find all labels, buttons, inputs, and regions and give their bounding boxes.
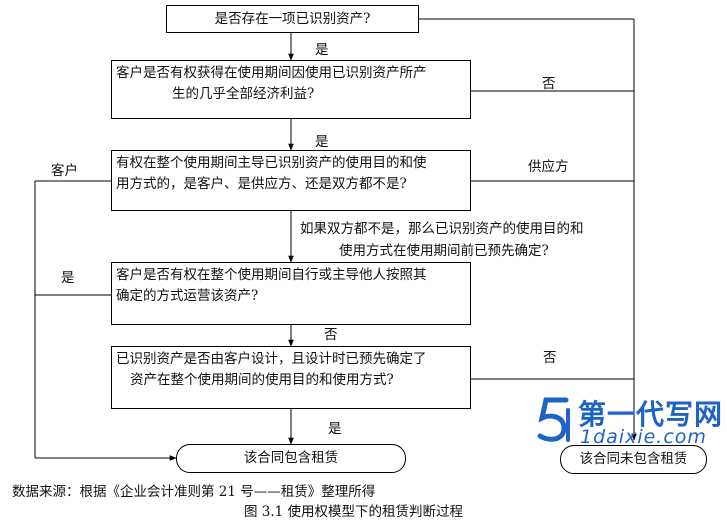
- decision-customer-designed-line1: 已识别资产是否由客户设计，且设计时已预先确定了: [116, 351, 427, 367]
- decision-customer-operates-line2: 确定的方式运营该资产?: [116, 288, 259, 304]
- terminal-contains-lease: 该合同包含租赁: [176, 444, 406, 473]
- decision-customer-operates: 客户是否有权在整个使用期间自行或主导他人按照其 确定的方式运营该资产?: [111, 262, 471, 325]
- note-line2: 使用方式在使用期间前已预先确定?: [339, 243, 549, 259]
- note-line1: 如果双方都不是，那么已识别资产的使用目的和: [300, 221, 584, 237]
- note-neither-party: 如果双方都不是，那么已识别资产的使用目的和 使用方式在使用期间前已预先确定?: [300, 218, 584, 262]
- decision-who-directs-use-line1: 有权在整个使用期间主导已识别资产的使用目的和使: [116, 155, 427, 171]
- label-no-right-1: 否: [542, 76, 556, 92]
- decision-economic-benefits-line1: 客户是否有权获得在使用期间因使用已识别资产所产: [116, 65, 427, 81]
- terminal-no-lease-text: 该合同未包含租赁: [579, 451, 688, 467]
- watermark-logo-icon: [537, 397, 570, 442]
- label-supplier: 供应方: [528, 159, 569, 175]
- label-yes-5: 是: [328, 421, 342, 437]
- watermark-site-url: 1daixie.com: [580, 426, 707, 448]
- label-no-right-5: 否: [543, 350, 557, 366]
- decision-economic-benefits-line2: 生的几乎全部经济利益?: [172, 86, 315, 102]
- figure-caption: 图 3.1 使用权模型下的租赁判断过程: [244, 504, 464, 520]
- decision-who-directs-use-line2: 用方式的，是客户、是供应方、还是双方都不是?: [116, 176, 407, 192]
- label-yes-left: 是: [61, 270, 75, 286]
- decision-who-directs-use: 有权在整个使用期间主导已识别资产的使用目的和使 用方式的，是客户、是供应方、还是…: [111, 150, 471, 211]
- label-yes-1: 是: [315, 42, 329, 58]
- label-customer: 客户: [51, 163, 78, 179]
- decision-identified-asset-text: 是否存在一项已识别资产?: [214, 11, 371, 27]
- watermark-site-name: 第一代写网: [578, 398, 724, 431]
- data-source: 数据来源：根据《企业会计准则第 21 号——租赁》整理所得: [12, 484, 376, 500]
- decision-customer-operates-line1: 客户是否有权在整个使用期间自行或主导他人按照其: [116, 267, 427, 283]
- decision-customer-designed-line2: 资产在整个使用期间的使用目的和使用方式?: [130, 372, 394, 388]
- terminal-contains-lease-text: 该合同包含租赁: [243, 450, 339, 466]
- decision-customer-designed: 已识别资产是否由客户设计，且设计时已预先确定了 资产在整个使用期间的使用目的和使…: [111, 346, 471, 409]
- label-yes-2: 是: [315, 134, 329, 150]
- decision-economic-benefits: 客户是否有权获得在使用期间因使用已识别资产所产 生的几乎全部经济利益?: [111, 60, 471, 119]
- decision-identified-asset: 是否存在一项已识别资产?: [166, 5, 419, 33]
- label-no-4: 否: [324, 327, 338, 343]
- terminal-no-lease: 该合同未包含租赁: [560, 445, 707, 474]
